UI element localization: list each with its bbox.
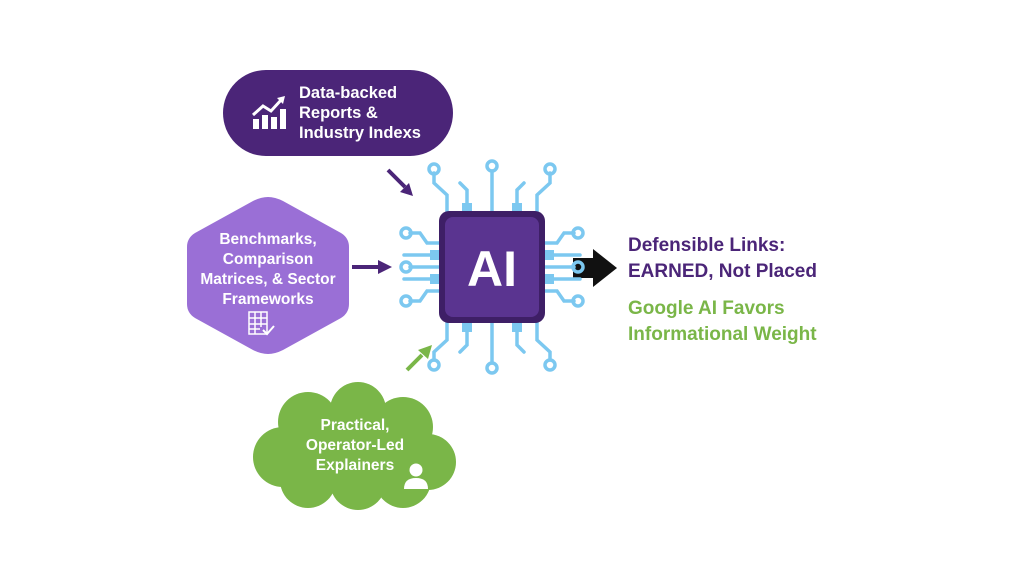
circuit-chip-icon	[399, 159, 585, 375]
arrow-from-explainers	[405, 345, 432, 372]
benchmarks-line-4: Frameworks	[222, 291, 314, 308]
cloud-shape	[253, 382, 456, 510]
reports-line-3: Industry Indexs	[299, 124, 421, 142]
user-icon	[404, 463, 428, 489]
headline-line-2: EARNED, Not Placed	[628, 261, 817, 282]
explainers-cloud: Practical, Operator-Led Explainers	[248, 382, 458, 510]
reports-line-1: Data-backed	[299, 84, 398, 102]
subline-line-2: Informational Weight	[628, 324, 817, 345]
bar-chart-trend-icon	[251, 96, 286, 129]
headline-line-1: Defensible Links:	[628, 235, 786, 256]
reports-text: Data-backed Reports & Industry Indexs	[299, 83, 421, 143]
grid-check-icon	[248, 311, 275, 336]
benchmarks-line-3: Matrices, & Sector	[200, 271, 336, 288]
chip-label: AI	[467, 241, 517, 297]
reports-pill: Data-backed Reports & Industry Indexs	[223, 70, 453, 156]
explainers-line-2: Operator-Led	[305, 437, 405, 454]
benchmarks-text: Benchmarks, Comparison Matrices, & Secto…	[183, 230, 353, 310]
output-subline: Google AI Favors Informational Weight	[628, 296, 817, 348]
explainers-line-3: Explainers	[315, 457, 395, 474]
arrow-from-benchmarks	[352, 260, 392, 274]
benchmarks-line-2: Comparison	[222, 251, 314, 268]
explainers-line-1: Practical,	[320, 417, 390, 434]
output-headline: Defensible Links: EARNED, Not Placed	[628, 233, 817, 285]
subline-line-1: Google AI Favors	[628, 298, 785, 319]
hexagon-shape	[187, 197, 349, 354]
benchmarks-line-1: Benchmarks,	[219, 231, 317, 248]
reports-line-2: Reports &	[299, 104, 378, 122]
arrow-from-reports	[386, 168, 413, 196]
benchmarks-hexagon: Benchmarks, Comparison Matrices, & Secto…	[183, 193, 353, 358]
explainers-text: Practical, Operator-Led Explainers	[280, 416, 430, 476]
